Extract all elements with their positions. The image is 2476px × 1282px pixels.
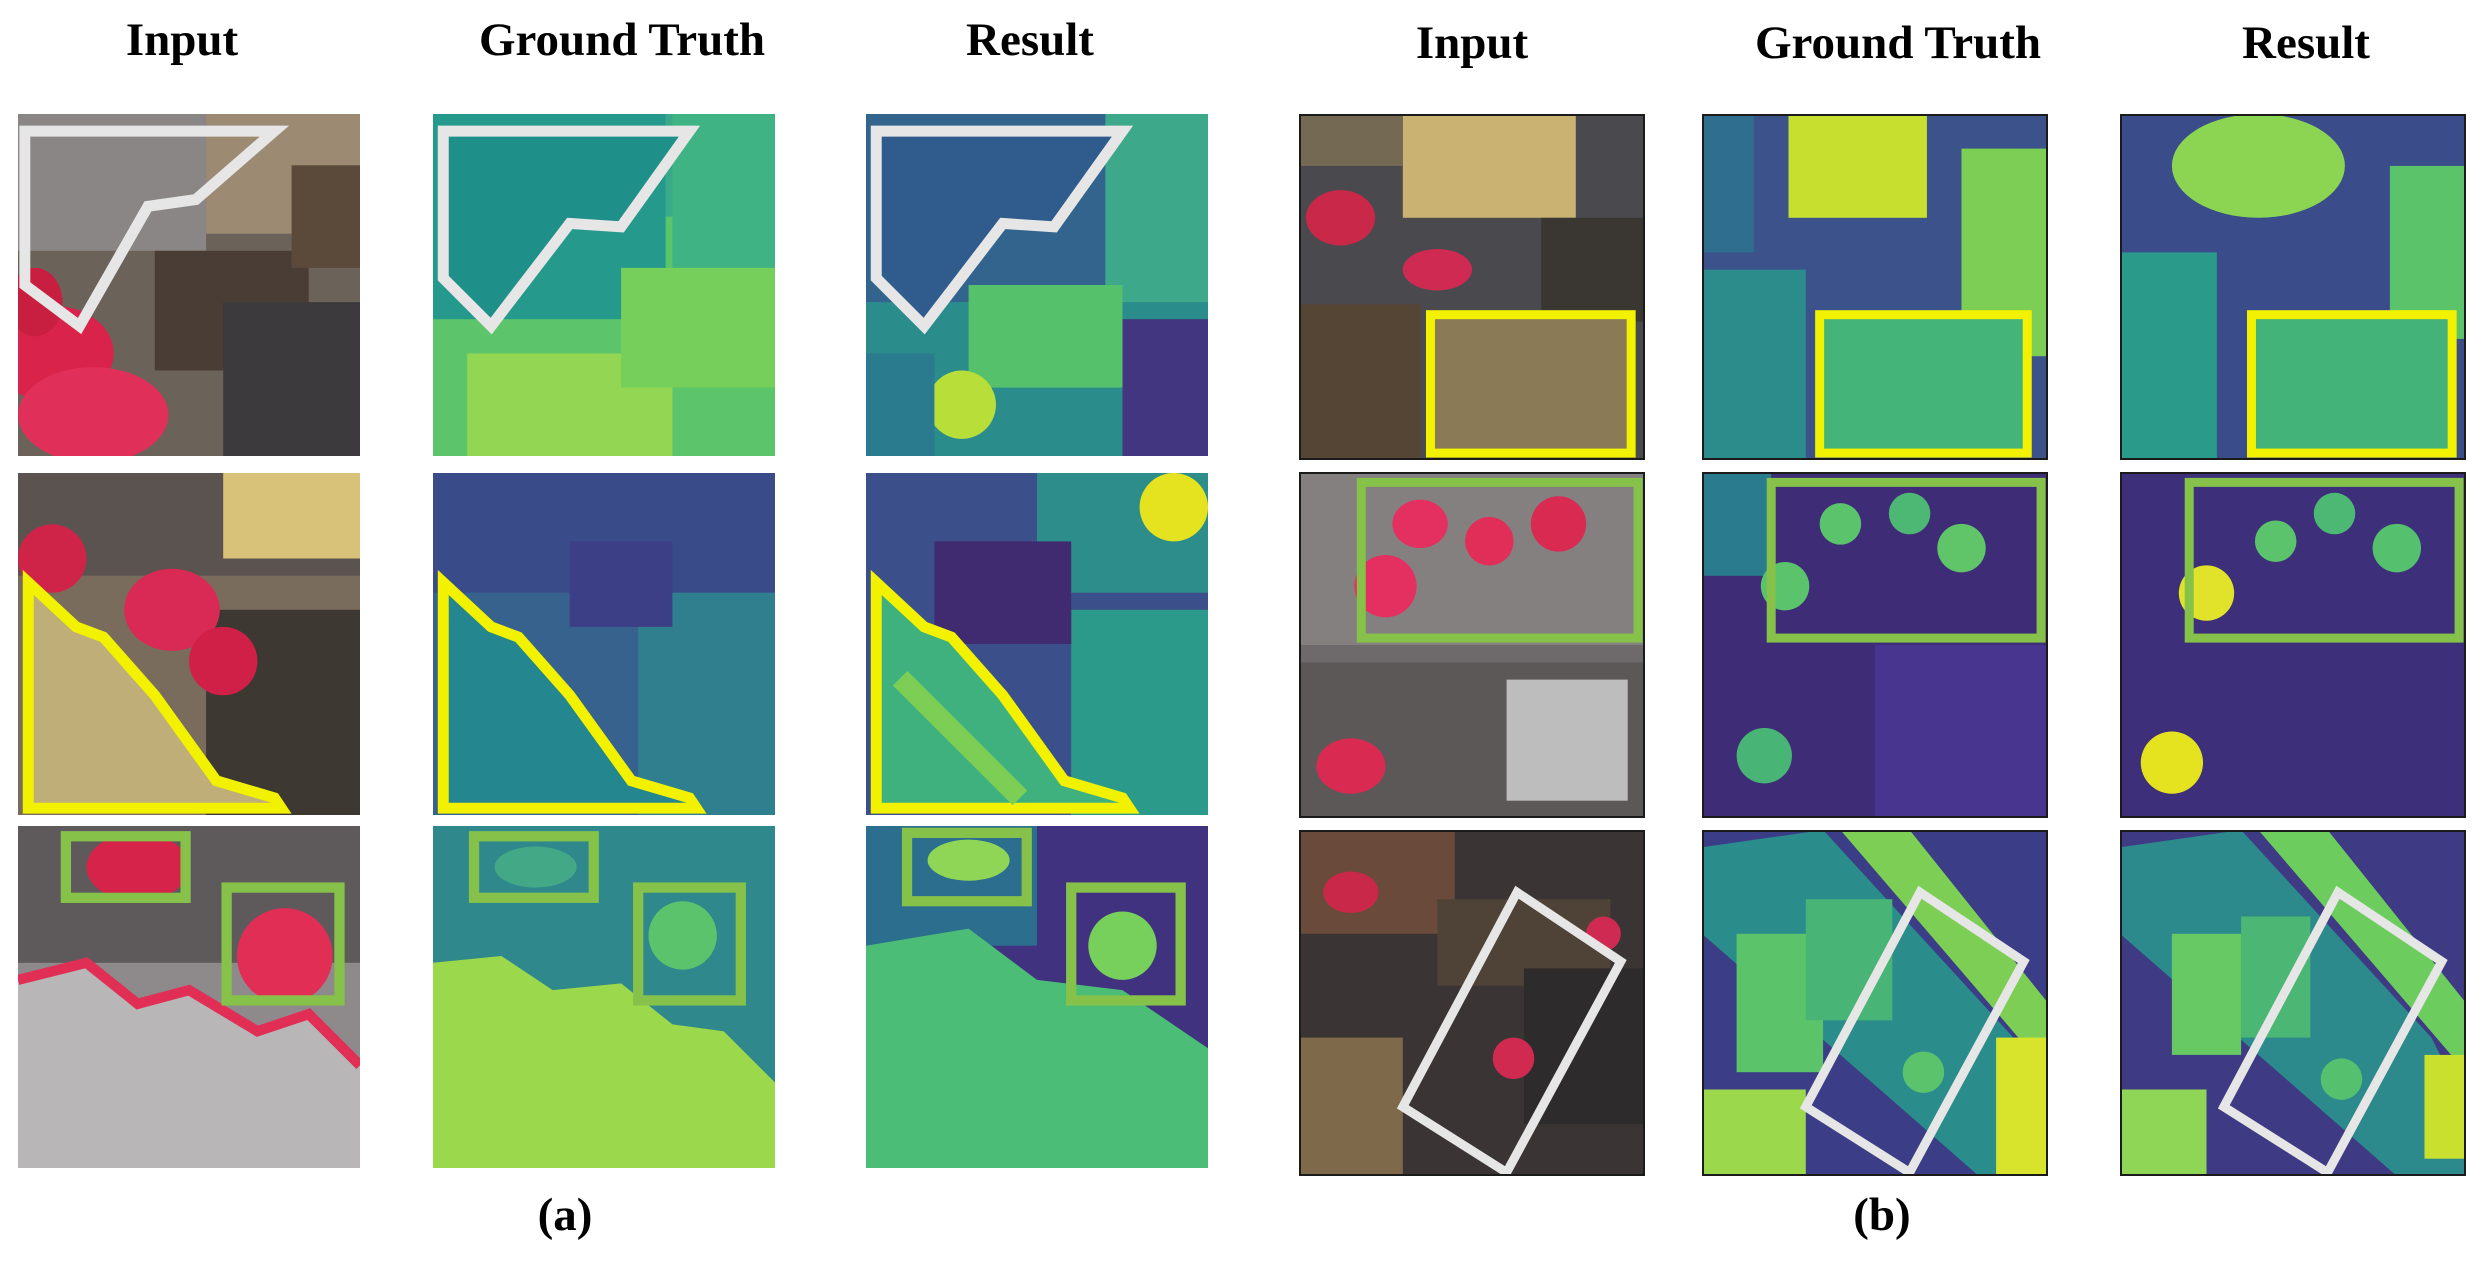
panel-b-row3-ground-truth-image	[1702, 830, 2048, 1176]
panel-a-caption: (a)	[537, 1189, 593, 1241]
panel-b-row2-result-image	[2120, 472, 2466, 818]
panel-a-row2-result-image	[866, 473, 1208, 815]
panel-a-header-input: Input	[125, 14, 239, 66]
panel-a-row2-input-image	[18, 473, 360, 815]
panel-a-header-result: Result	[966, 14, 1094, 66]
panel-a-row3-ground-truth-image	[433, 826, 775, 1168]
panel-b-header-input: Input	[1415, 17, 1529, 69]
panel-b-row1-result-image	[2120, 114, 2466, 460]
panel-b-header-result: Result	[2242, 17, 2370, 69]
panel-b-row3-input-image	[1299, 830, 1645, 1176]
panel-b-header-ground-truth: Ground Truth	[1754, 17, 2042, 69]
panel-b-row3-result-image	[2120, 830, 2466, 1176]
panel-a-row1-ground-truth-image	[433, 114, 775, 456]
panel-a-row1-result-image	[866, 114, 1208, 456]
panel-b-caption: (b)	[1853, 1189, 1911, 1241]
panel-b-row2-input-image	[1299, 472, 1645, 818]
panel-a-row1-input-image	[18, 114, 360, 456]
panel-a-header-ground-truth: Ground Truth	[478, 14, 766, 66]
panel-b-row1-ground-truth-image	[1702, 114, 2048, 460]
panel-a-row3-input-image	[18, 826, 360, 1168]
panel-b-row2-ground-truth-image	[1702, 472, 2048, 818]
panel-b-row1-input-image	[1299, 114, 1645, 460]
panel-a-row3-result-image	[866, 826, 1208, 1168]
panel-a-row2-ground-truth-image	[433, 473, 775, 815]
